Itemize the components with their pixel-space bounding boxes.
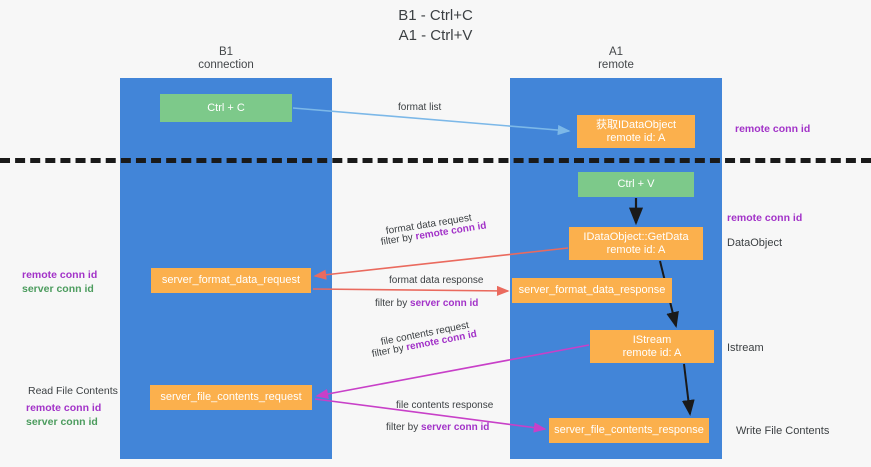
arrow-file-contents-response xyxy=(314,398,547,433)
filter-key-server-conn-id: server conn id xyxy=(410,298,479,309)
box-server-file-contents-request[interactable]: server_file_contents_request xyxy=(150,385,312,410)
filter-prefix: filter by xyxy=(386,422,422,433)
box-server-format-data-request[interactable]: server_format_data_request xyxy=(151,268,311,293)
box-ctrl-v-label: Ctrl + V xyxy=(617,178,655,190)
box-get-dataobject[interactable]: 获取IDataObject remote id: A xyxy=(577,115,695,148)
box-ctrl-c-label: Ctrl + C xyxy=(207,101,245,114)
lane-a1-subtitle: remote xyxy=(598,59,634,71)
diagram-title: B1 - Ctrl+C A1 - Ctrl+V xyxy=(0,6,871,46)
annotation-left-conn-ids-2: remote conn id server conn id xyxy=(26,401,101,429)
box-get-dataobject-line2: remote id: A xyxy=(606,131,666,144)
lane-b1-title: B1 xyxy=(218,46,234,58)
lane-b1-subtitle: connection xyxy=(198,59,254,71)
box-istream-line2: remote id: A xyxy=(622,346,682,359)
box-server-file-contents-response-label: server_file_contents_response xyxy=(554,424,704,436)
arrow-format-data-request xyxy=(313,247,569,280)
title-line-2: A1 - Ctrl+V xyxy=(398,27,473,44)
box-getdata-line1: IDataObject::GetData xyxy=(583,230,689,243)
edge-label-file-contents-response-filter: filter by server conn id xyxy=(386,421,489,434)
arrow-format-list xyxy=(292,107,571,136)
box-server-file-contents-response[interactable]: server_file_contents_response xyxy=(549,418,709,443)
arrow-file-contents-request xyxy=(315,344,590,399)
dashed-separator-line xyxy=(0,158,871,163)
box-get-dataobject-line1: 获取IDataObject xyxy=(595,118,677,131)
box-istream[interactable]: IStream remote id: A xyxy=(590,330,714,363)
annotation-left-server-conn-id-2: server conn id xyxy=(26,416,98,428)
box-server-file-contents-request-label: server_file_contents_request xyxy=(160,391,302,403)
lane-a1-title: A1 xyxy=(608,46,624,58)
arrow-format-data-response xyxy=(312,285,510,297)
edge-label-format-data-response: format data response xyxy=(389,275,484,286)
annotation-write-file-contents: Write File Contents xyxy=(736,425,830,437)
annotation-left-remote-conn-id-2: remote conn id xyxy=(26,402,102,414)
box-ctrl-c[interactable]: Ctrl + C xyxy=(160,94,292,122)
annotation-dataobject: DataObject xyxy=(727,237,783,249)
lane-header-b1: B1 connection xyxy=(120,46,332,72)
box-istream-line1: IStream xyxy=(632,333,672,346)
edge-label-format-list: format list xyxy=(398,102,442,113)
lane-header-a1: A1 remote xyxy=(510,46,722,72)
edge-label-file-contents-response: file contents response xyxy=(396,400,494,411)
box-server-format-data-response-label: server_format_data_response xyxy=(518,284,666,296)
annotation-left-remote-conn-id-1: remote conn id xyxy=(22,269,98,281)
annotation-istream: Istream xyxy=(727,342,764,354)
box-idataobject-getdata[interactable]: IDataObject::GetData remote id: A xyxy=(569,227,703,260)
edge-label-format-data-response-filter: filter by server conn id xyxy=(375,297,478,310)
box-server-format-data-request-label: server_format_data_request xyxy=(161,274,301,286)
filter-prefix: filter by xyxy=(375,298,411,309)
filter-key-server-conn-id: server conn id xyxy=(421,422,490,433)
annotation-remote-conn-id-mid: remote conn id xyxy=(727,212,803,224)
arrow-istream-to-file-response xyxy=(681,363,695,416)
annotation-read-file-contents: Read File Contents xyxy=(28,385,118,397)
title-line-1: B1 - Ctrl+C xyxy=(398,7,473,24)
box-server-format-data-response[interactable]: server_format_data_response xyxy=(512,278,672,303)
annotation-left-server-conn-id-1: server conn id xyxy=(22,283,94,295)
box-ctrl-v[interactable]: Ctrl + V xyxy=(578,172,694,197)
box-getdata-line2: remote id: A xyxy=(606,243,666,256)
annotation-remote-conn-id-top: remote conn id xyxy=(735,123,811,135)
annotation-left-conn-ids-1: remote conn id server conn id xyxy=(22,268,97,296)
